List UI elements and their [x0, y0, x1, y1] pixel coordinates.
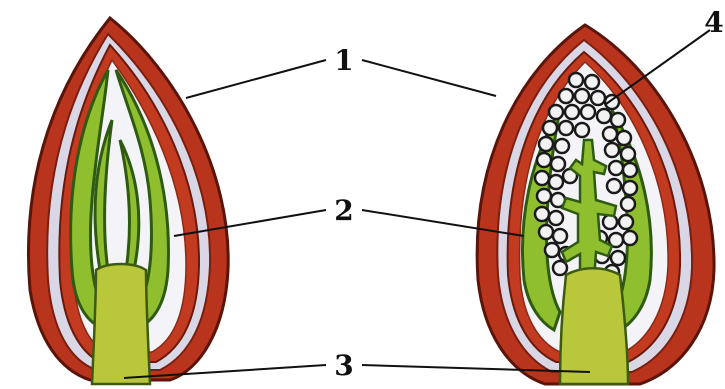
callout-line-1-right — [362, 60, 496, 96]
vegetative-bud — [28, 18, 228, 384]
label-4: 4 — [704, 6, 723, 39]
generative-bud-stem — [560, 268, 628, 384]
label-1: 1 — [334, 44, 353, 77]
label-3: 3 — [334, 349, 353, 382]
generative-bud — [477, 25, 714, 384]
callout-line-1-left — [186, 60, 326, 98]
vegetative-bud-stem — [92, 264, 150, 384]
label-2: 2 — [334, 194, 353, 227]
